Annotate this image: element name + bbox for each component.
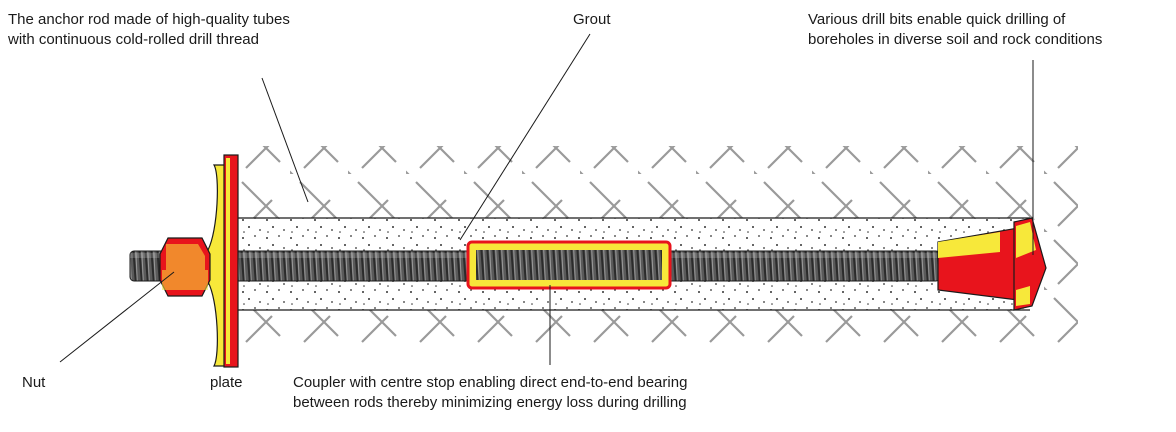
label-nut: Nut xyxy=(22,374,46,391)
label-coupler: Coupler with centre stop enabling direct… xyxy=(293,374,688,411)
bearing-plate xyxy=(207,154,239,368)
drill-bit xyxy=(937,217,1047,311)
leader-lines xyxy=(59,33,1034,365)
label-plate: plate xyxy=(210,374,243,391)
leader-nut xyxy=(59,271,175,363)
label-grout: Grout xyxy=(573,11,611,28)
nut xyxy=(159,237,211,297)
leader-grout xyxy=(459,33,591,241)
label-anchor-rod: The anchor rod made of high-quality tube… xyxy=(8,11,290,48)
label-drill-bits: Various drill bits enable quick drilling… xyxy=(808,11,1103,48)
coupler xyxy=(466,240,672,290)
leader-anchor-rod xyxy=(261,77,309,203)
soil-hatch xyxy=(240,146,1078,344)
